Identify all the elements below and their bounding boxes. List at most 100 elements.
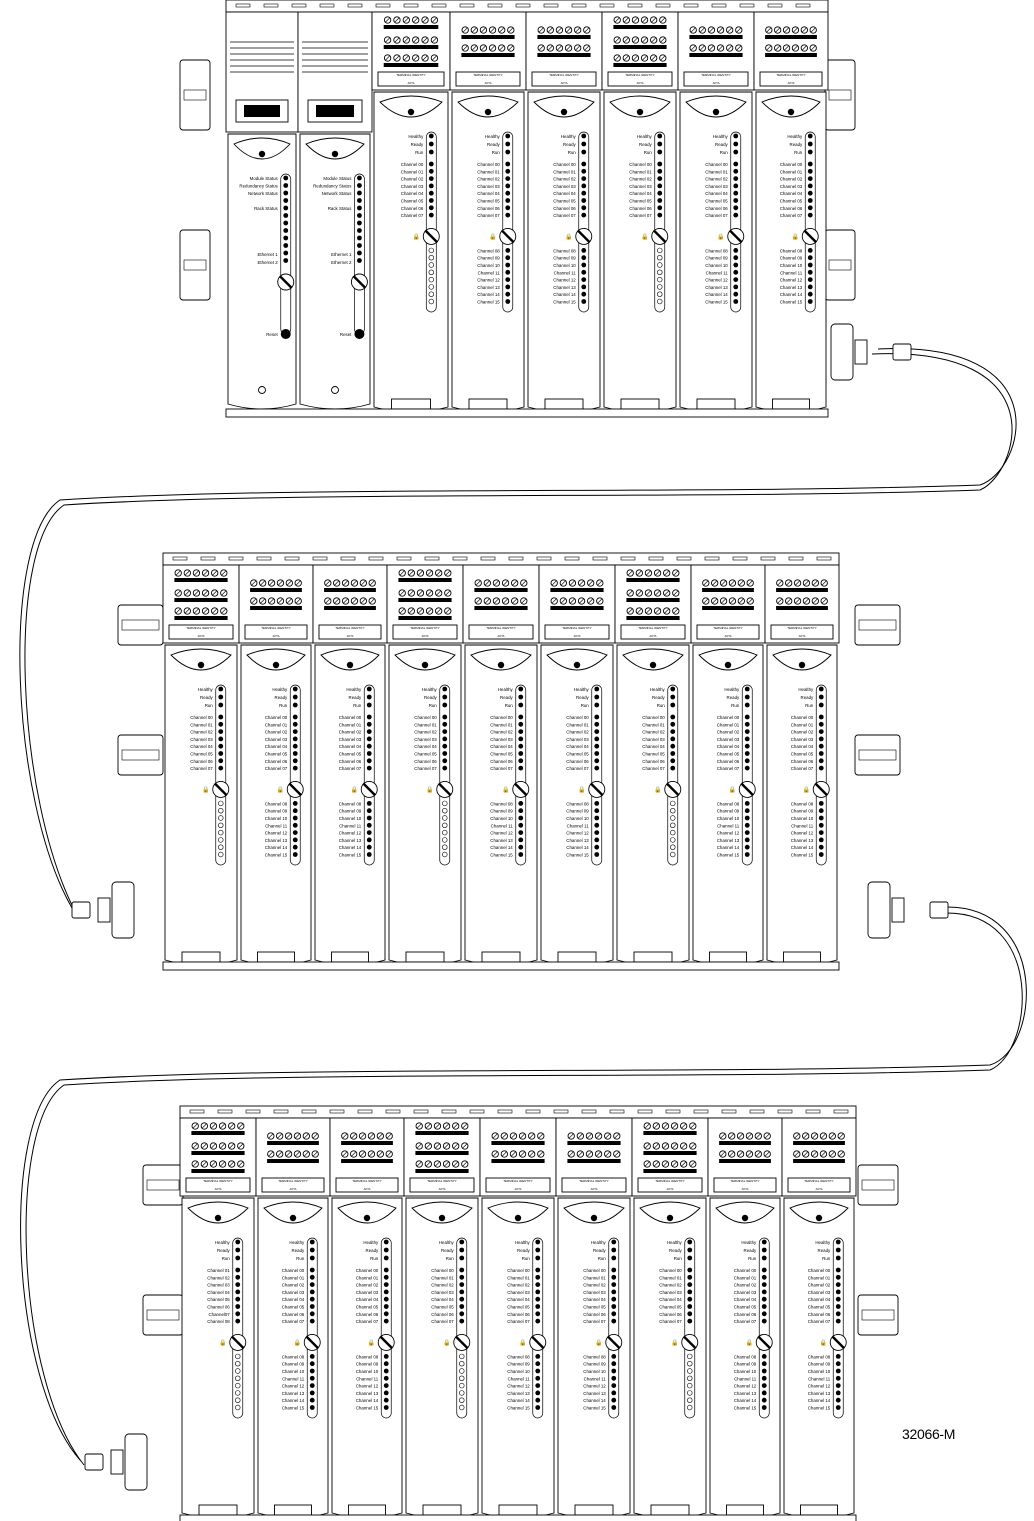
terminal-strip [765,53,817,57]
status-led [309,1247,315,1253]
screw-slot [570,598,575,604]
channel-led [581,284,587,290]
ethernet-2-label: Ethernet 2 [257,260,278,265]
led-column [804,131,816,313]
channel-led [670,758,676,764]
channel-label: Channel 02 [477,177,500,182]
channel-label: Channel 02 [190,730,213,735]
channel-label: Channel 11 [491,823,514,828]
screw-slot [502,1151,507,1157]
channel-led [442,758,448,764]
key-slot [576,229,591,244]
status-label: Ready [200,695,213,700]
lock-icon: 🔒 [489,232,496,240]
screw-slot [404,37,409,43]
backplane-slot [655,3,671,8]
unused-led [218,822,224,828]
module-tag: AOTA [742,1187,749,1191]
channel-led [733,212,739,218]
screw-slot [794,1133,800,1139]
channel-led [807,269,813,275]
backplane-slot [291,3,307,8]
screw-slot [304,1151,309,1157]
screw-slot [681,1143,686,1149]
status-label: Ready [563,142,576,147]
status-label: Run [822,1256,831,1261]
module-led [560,108,568,116]
channel-led [657,190,663,196]
channel-label: Channel 11 [554,270,577,275]
backplane-slot [172,556,188,561]
channel-led [807,168,813,174]
channel-led [687,1274,693,1280]
unused-led [235,1390,241,1396]
screw-slot [511,1151,516,1157]
unused-led [442,829,448,836]
reset-button [280,329,291,339]
screw-slot [654,1161,659,1167]
screw-slot [325,598,331,604]
channel-label: Channel 05 [780,199,803,204]
channel-led [292,751,298,756]
status-led [235,1239,241,1245]
channel-label: Channel 06 [734,1312,757,1317]
screw-slot [418,590,423,596]
screw-slot [578,1151,583,1157]
module-handle [620,398,660,410]
channel-label: Channel 11 [780,270,803,275]
channel-label: Channel 01 [553,169,576,174]
channel-label: Channel 07 [401,213,424,218]
channel-label: Channel 15 [477,300,500,305]
status-label: Ready [411,142,424,147]
backplane-slot [543,3,559,8]
backplane-slot [536,556,552,561]
ethernet-2-label: Ethernet 2 [331,260,352,265]
module-tag: AOTA [408,81,415,85]
channel-label: Channel 01 [207,1268,230,1273]
module-tag: AOTA [439,1187,446,1191]
status-led [687,1239,693,1245]
screw-slot [821,598,827,604]
channel-label: Channel 15 [507,1406,530,1411]
io-module: TERMINAL IDENTITYAOTAHealthyReadyRunChan… [312,564,388,966]
unused-led [218,844,224,850]
channel-label: Channel 05 [553,199,576,204]
channel-led [807,277,813,282]
channel-led [235,1289,241,1295]
channel-led [744,743,750,749]
status-led [292,694,298,700]
channel-led [292,815,298,821]
channel-led [761,1282,767,1287]
channel-label: Channel 14 [507,1398,530,1403]
channel-label: Channel 02 [629,177,652,182]
terminal-identity-label [561,1177,627,1193]
channel-led [581,183,587,189]
channel-led [744,714,750,720]
channel-led [428,198,434,203]
status-label: Ready [818,1248,831,1253]
screw-slot [529,1133,534,1139]
channel-led [744,837,750,843]
screw-slot [766,45,772,51]
screw-slot [334,580,339,586]
unused-led [670,844,676,850]
status-led [761,1247,767,1253]
module-handle [348,1504,386,1516]
screw-slot [614,1133,620,1139]
module-tag: AOTA [637,81,644,85]
screw-slot [436,608,441,614]
terminal-strip [643,1151,697,1155]
module-led [484,108,492,116]
channel-label: Channel 13 [780,285,803,290]
status-label: Healthy [515,1240,531,1245]
screw-slot [720,1133,726,1139]
channel-label: Channel 10 [282,1369,305,1374]
status-label: Ready [349,695,362,700]
channel-label: Channel 11 [717,823,740,828]
module-handle [783,951,821,963]
screw-slot [416,1143,422,1149]
screw-slot [462,27,468,33]
channel-led [292,721,298,727]
screw-slot [718,27,723,33]
